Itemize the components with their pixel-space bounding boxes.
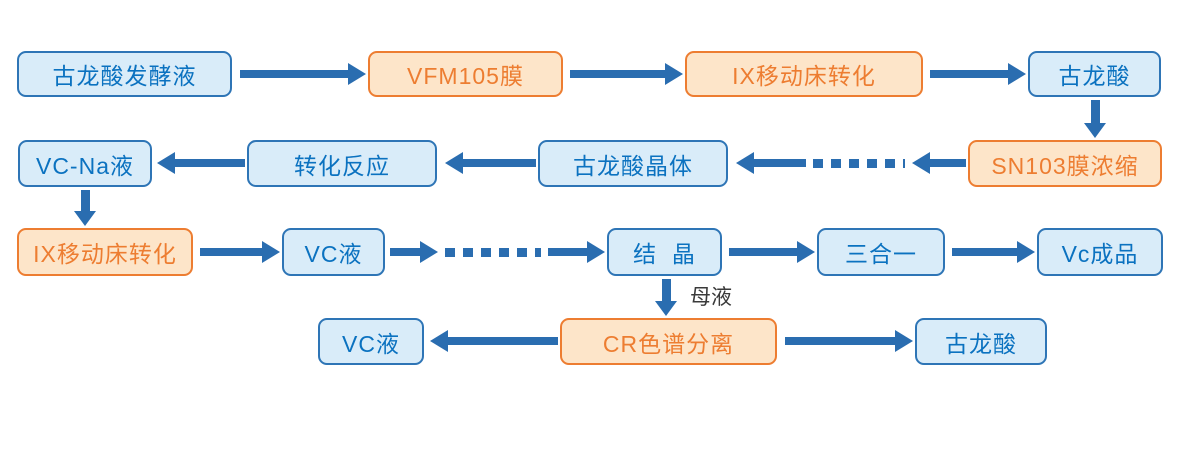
node-vc-liquid-2: VC液 <box>318 318 424 365</box>
node-ix-moving-bed-conversion-2: IX移动床转化 <box>17 228 193 276</box>
node-crystallization: 结 晶 <box>607 228 722 276</box>
arrow-head-down-icon <box>1084 123 1106 138</box>
arrow-dashes <box>813 158 905 168</box>
node-vfm105-membrane: VFM105膜 <box>368 51 563 97</box>
arrow-line <box>200 248 262 256</box>
arrow-line <box>448 337 558 345</box>
arrow-line <box>570 70 665 78</box>
node-vc-finished-product: Vc成品 <box>1037 228 1163 276</box>
arrow-head-right-icon <box>665 63 683 85</box>
arrow-head-right-icon <box>895 330 913 352</box>
arrow-line <box>930 159 966 167</box>
arrow-head-down-icon <box>655 301 677 316</box>
arrow-head-right-icon <box>1008 63 1026 85</box>
arrow-sn103-to-crystal-dashed <box>736 152 966 174</box>
arrow-head-left-icon <box>445 152 463 174</box>
arrow-vfm105-to-ix1 <box>570 63 683 85</box>
arrow-dashes <box>445 247 541 257</box>
node-sn103-membrane-concentration: SN103膜浓缩 <box>968 140 1162 187</box>
node-ix-moving-bed-conversion-1: IX移动床转化 <box>685 51 923 97</box>
arrow-line <box>175 159 245 167</box>
arrow-ix2-to-vcliquid1 <box>200 241 280 263</box>
arrow-crystal-to-reaction <box>445 152 536 174</box>
arrow-cr-to-vcliquid2 <box>430 330 558 352</box>
arrow-line <box>80 190 90 211</box>
node-gulonic-acid-2: 古龙酸 <box>915 318 1047 365</box>
arrow-head-right-icon <box>420 241 438 263</box>
node-gulonic-acid-1: 古龙酸 <box>1028 51 1161 97</box>
arrow-cr-to-gulonic2 <box>785 330 913 352</box>
arrow-head-right-icon <box>348 63 366 85</box>
arrow-vcna-to-ix2 <box>74 190 96 226</box>
node-three-in-one: 三合一 <box>817 228 945 276</box>
node-vc-na-liquid: VC-Na液 <box>18 140 152 187</box>
arrow-reaction-to-vcna <box>157 152 245 174</box>
node-conversion-reaction: 转化反应 <box>247 140 437 187</box>
arrow-head-right-icon <box>797 241 815 263</box>
arrow-line <box>754 159 806 167</box>
arrow-head-left-icon <box>912 152 930 174</box>
arrow-ix1-to-gulonic1 <box>930 63 1026 85</box>
arrow-line <box>785 337 895 345</box>
mother-liquor-label: 母液 <box>690 286 732 309</box>
arrow-crystallization-to-threeinone <box>729 241 815 263</box>
arrow-head-left-icon <box>736 152 754 174</box>
arrow-line <box>390 248 420 256</box>
arrow-head-left-icon <box>430 330 448 352</box>
arrow-gulonic1-to-sn103 <box>1084 100 1106 138</box>
arrow-head-left-icon <box>157 152 175 174</box>
arrow-line <box>548 248 587 256</box>
arrow-line <box>661 279 671 301</box>
arrow-head-right-icon <box>1017 241 1035 263</box>
arrow-crystallization-to-cr <box>655 279 677 316</box>
arrow-broth-to-vfm105 <box>240 63 366 85</box>
arrow-head-right-icon <box>587 241 605 263</box>
arrow-line <box>463 159 536 167</box>
node-gulonic-acid-crystal: 古龙酸晶体 <box>538 140 728 187</box>
arrow-line <box>930 70 1008 78</box>
node-vc-liquid-1: VC液 <box>282 228 385 276</box>
arrow-line <box>1090 100 1100 123</box>
arrow-head-down-icon <box>74 211 96 226</box>
node-cr-chromatographic-separation: CR色谱分离 <box>560 318 777 365</box>
arrow-line <box>240 70 348 78</box>
arrow-line <box>729 248 797 256</box>
arrow-threeinone-to-vcproduct <box>952 241 1035 263</box>
arrow-head-right-icon <box>262 241 280 263</box>
node-gulonic-acid-fermentation-broth: 古龙酸发酵液 <box>17 51 232 97</box>
arrow-line <box>952 248 1017 256</box>
arrow-vcliquid1-to-crystallization-dashed <box>390 241 605 263</box>
